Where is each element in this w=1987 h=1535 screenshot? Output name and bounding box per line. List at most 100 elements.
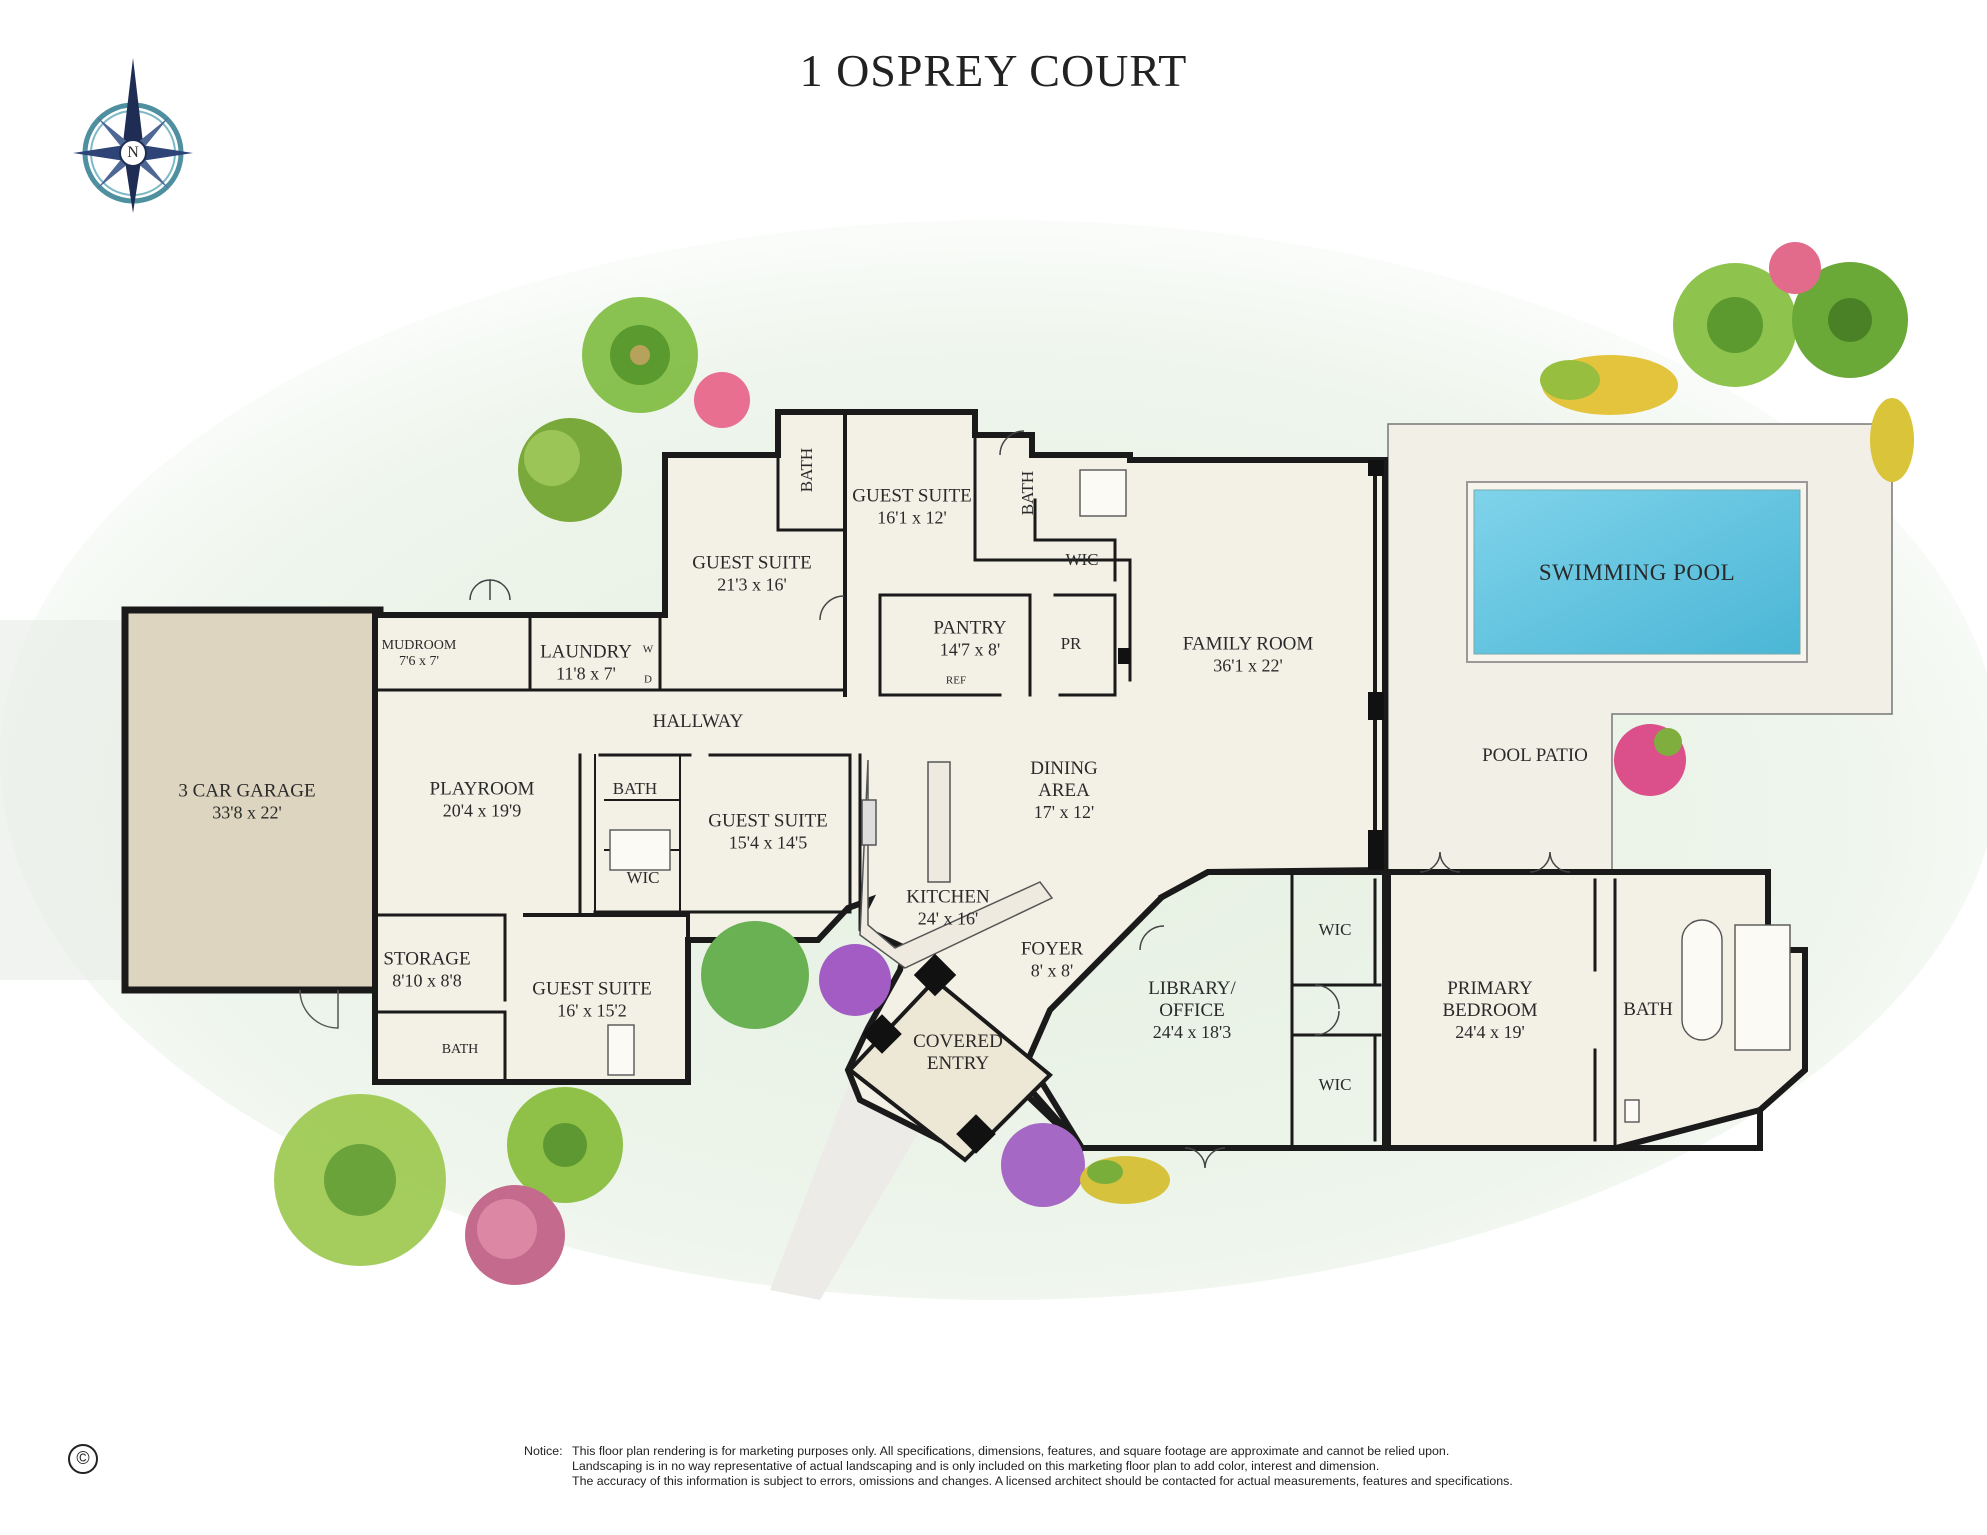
garage-block (121, 606, 384, 1029)
shrub (518, 418, 622, 522)
room-name: LAUNDRY (540, 641, 632, 663)
room-name: KITCHEN (906, 886, 990, 908)
compass-north-label: N (127, 143, 139, 161)
room-name: FAMILY ROOM (1182, 633, 1314, 655)
room-name: FOYER (1020, 938, 1084, 960)
room-name-line2: OFFICE (1159, 999, 1225, 1021)
swimming-pool (1466, 481, 1808, 663)
room-dimension: 24' x 16' (917, 908, 979, 929)
plan-title: 1 OSPREY COURT (799, 45, 1188, 96)
door-swings (469, 430, 1571, 1169)
room-primary-bath: BATH (1623, 999, 1673, 1021)
room-pantry: PANTRY 14'7 x 8' (933, 618, 1006, 661)
room-dimension: 17' x 12' (1033, 801, 1095, 822)
flower-bush (819, 944, 891, 1016)
bath-fixtures (607, 469, 1791, 1123)
kitchen-fixtures (859, 759, 1054, 969)
room-name: GUEST SUITE (852, 485, 972, 507)
room-dimension: 16'1 x 12' (877, 507, 947, 528)
landscape-plants (274, 242, 1914, 1285)
room-guest-suite-1: GUEST SUITE 21'3 x 16' (692, 553, 811, 596)
compass-rose (73, 58, 193, 213)
yellow-flowers (1540, 355, 1678, 415)
room-wic-upper: WIC (1065, 550, 1099, 570)
room-garage: 3 CAR GARAGE 33'8 x 22' (178, 781, 315, 824)
room-name: GUEST SUITE (532, 978, 652, 1000)
room-kitchen: KITCHEN 24' x 16' (906, 887, 989, 930)
room-bath-upper-2: BATH (1018, 470, 1038, 516)
room-bath-mid: BATH (612, 779, 658, 799)
room-primary-bedroom: PRIMARY BEDROOM 24'4 x 19' (1442, 978, 1537, 1042)
tropical-plant (701, 921, 809, 1029)
notice-line: This floor plan rendering is for marketi… (572, 1444, 1450, 1458)
room-wic-primary-1: WIC (1318, 920, 1352, 940)
room-name: MUDROOM (381, 637, 457, 653)
palm-tree (1792, 262, 1908, 378)
legal-notice: Notice: This floor plan rendering is for… (524, 1444, 1524, 1489)
room-bath-upper-1: BATH (797, 447, 817, 493)
room-dimension: 24'4 x 18'3 (1152, 1021, 1232, 1042)
room-foyer: FOYER 8' x 8' (1021, 939, 1083, 982)
room-name: GUEST SUITE (692, 552, 812, 574)
palm-tree (582, 297, 698, 413)
room-wic-primary-2: WIC (1318, 1075, 1352, 1095)
flower-bush (694, 372, 750, 428)
room-guest-suite-4: GUEST SUITE 16' x 15'2 (532, 979, 651, 1022)
palm-tree (274, 1094, 446, 1266)
room-dimension: 16' x 15'2 (557, 1000, 627, 1021)
room-dimension: 24'4 x 19' (1455, 1021, 1525, 1042)
room-dimension: 14'7 x 8' (939, 639, 1001, 660)
room-guest-suite-2: GUEST SUITE 16'1 x 12' (852, 486, 971, 529)
room-laundry: LAUNDRY 11'8 x 7' (540, 642, 632, 685)
room-dimension: 15'4 x 14'5 (728, 832, 808, 853)
notice-line: The accuracy of this information is subj… (572, 1474, 1513, 1488)
flower-bush (1614, 724, 1686, 796)
flower-bush (465, 1185, 565, 1285)
room-family-room: FAMILY ROOM 36'1 x 22' (1183, 634, 1314, 677)
room-guest-suite-3: GUEST SUITE 15'4 x 14'5 (708, 811, 827, 854)
room-dimension: 8' x 8' (1030, 960, 1074, 981)
flower-bush (1769, 242, 1821, 294)
room-name: 3 CAR GARAGE (178, 780, 316, 802)
room-name: PRIMARY (1447, 977, 1533, 999)
room-powder: PR (1060, 634, 1082, 654)
washer-label: W (642, 643, 654, 656)
room-dimension: 33'8 x 22' (212, 802, 282, 823)
refrigerator-label: REF (945, 674, 967, 687)
room-name: LIBRARY/ (1148, 977, 1236, 999)
room-dining: DINING AREA 17' x 12' (1030, 758, 1098, 822)
interior-walls (372, 409, 1808, 1163)
room-swimming-pool: SWIMMING POOL (1538, 559, 1736, 585)
dryer-label: D (644, 673, 652, 686)
room-name-line2: AREA (1038, 779, 1090, 801)
room-covered-entry: COVERED ENTRY (913, 1031, 1003, 1075)
room-dimension: 7'6 x 7' (398, 654, 440, 669)
palm-tree (1673, 263, 1797, 387)
room-dimension: 20'4 x 19'9 (442, 800, 522, 821)
room-name-line2: ENTRY (926, 1053, 990, 1074)
room-hallway: HALLWAY (652, 711, 744, 733)
copyright-symbol: © (68, 1444, 98, 1474)
notice-label: Notice: (524, 1444, 563, 1458)
flower-bush (1001, 1123, 1085, 1207)
room-dimension: 11'8 x 7' (556, 663, 616, 684)
room-name: PANTRY (933, 617, 1007, 639)
room-storage: STORAGE 8'10 x 8'8 (383, 949, 470, 992)
room-name: STORAGE (383, 948, 471, 970)
room-dimension: 36'1 x 22' (1213, 655, 1283, 676)
room-name-line2: BEDROOM (1442, 999, 1538, 1021)
room-playroom: PLAYROOM 20'4 x 19'9 (430, 779, 535, 822)
yellow-flowers (1870, 398, 1914, 482)
room-wic-mid: WIC (626, 868, 660, 888)
room-pool-patio: POOL PATIO (1482, 745, 1588, 767)
room-dimension: 21'3 x 16' (717, 574, 787, 595)
room-name: COVERED (913, 1031, 1003, 1053)
palm-tree (507, 1087, 623, 1203)
room-library: LIBRARY/ OFFICE 24'4 x 18'3 (1148, 978, 1236, 1042)
room-name: DINING (1030, 757, 1098, 779)
notice-line: Landscaping is in no way representative … (572, 1459, 1380, 1473)
room-name: PLAYROOM (429, 778, 535, 800)
yellow-flowers (1080, 1156, 1170, 1204)
room-bath-lower: BATH (441, 1041, 479, 1057)
